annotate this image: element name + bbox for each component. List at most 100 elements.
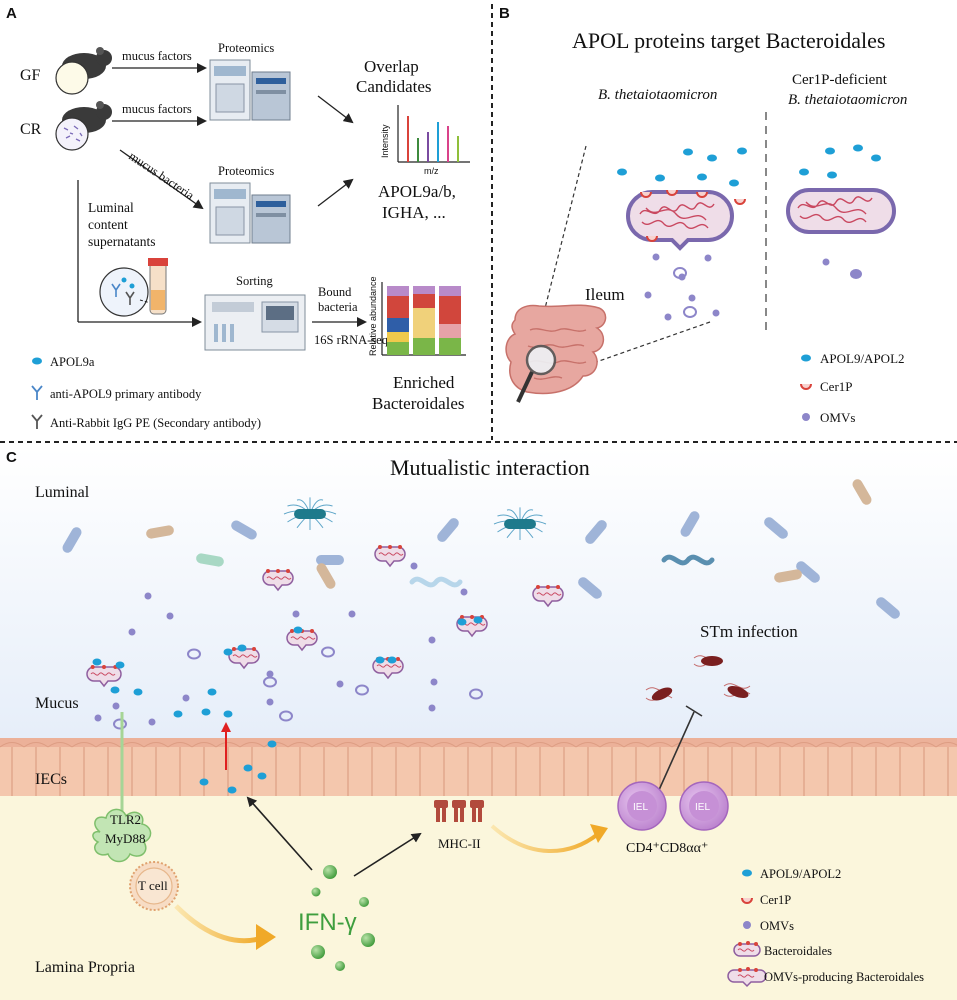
- iecs-region-label: IECs: [35, 771, 67, 788]
- cd4-cd8-label: CD4⁺CD8αα⁺: [626, 841, 708, 856]
- mass-spectrometer-icon: [209, 182, 291, 244]
- mhc-to-iel-arrow: [490, 824, 600, 853]
- luminal-bacterium-icon: [437, 518, 459, 542]
- cer1p-icon: [741, 897, 753, 904]
- omv-bacteroidales-icon: [374, 545, 406, 568]
- apol-dot-icon: [737, 147, 747, 155]
- panel-b-title: APOL proteins target Bacteroidales: [572, 28, 885, 53]
- omv-icon: [469, 688, 483, 700]
- lamina-propria-label: Lamina Propria: [35, 959, 135, 976]
- mhc-ii-icon: [434, 800, 484, 822]
- overlap-title-1: Overlap: [364, 57, 419, 76]
- apol-dot-icon: [799, 168, 809, 176]
- legend-b-item-2: Cer1P: [820, 379, 853, 394]
- omv-icon: [704, 254, 712, 262]
- antibody-binding-icon: [99, 267, 149, 317]
- apol-dot-icon: [133, 688, 143, 696]
- omv-icon: [850, 269, 862, 279]
- apol-candidates-1: APOL9a/b,: [378, 182, 456, 201]
- stacked-abundance-bars: Relative abundance: [368, 276, 466, 356]
- omv-icon: [410, 562, 418, 570]
- mucus-factors-label-2: mucus factors: [122, 102, 192, 116]
- panel-a-legend: APOL9a anti-APOL9 primary antibody Anti-…: [31, 355, 261, 430]
- t-cell-icon: [129, 861, 179, 911]
- omv-icon: [113, 718, 127, 730]
- apol-dot-icon: [617, 168, 627, 176]
- omv-icon: [683, 306, 697, 318]
- flagellated-bacterium-icon: [493, 507, 547, 540]
- omv-icon: [182, 694, 190, 702]
- intestine-icon: [505, 304, 607, 403]
- tlr2-label: TLR2: [110, 812, 141, 827]
- luminal-label-1: Luminal: [88, 200, 134, 215]
- gf-label: GF: [20, 67, 41, 84]
- apol-dot-icon: [293, 626, 303, 634]
- omv-bacteroidales-icon: [86, 665, 122, 688]
- apol-dot-icon: [199, 778, 209, 786]
- tcell-to-ifn-arrow: [174, 904, 263, 944]
- luminal-bacterium-icon: [876, 597, 900, 619]
- panel-a-letter: A: [6, 5, 17, 22]
- cell-sorter-icon: [204, 294, 306, 351]
- t-cell-label: T cell: [138, 878, 168, 893]
- luminal-bacterium-icon: [578, 577, 602, 599]
- apol-dot-icon: [375, 656, 385, 664]
- bt-label: B. thetaiotaomicron: [598, 87, 717, 103]
- overlap-title-2: Candidates: [356, 77, 432, 96]
- apol-dot-icon: [267, 740, 277, 748]
- spiral-bacterium-icon: [409, 576, 463, 588]
- iel-label-1: IEL: [633, 802, 648, 813]
- cr-label: CR: [20, 121, 42, 138]
- mucus-region-label: Mucus: [35, 695, 79, 712]
- myd88-label: MyD88: [105, 831, 145, 846]
- mucus-factors-label-1: mucus factors: [122, 49, 192, 63]
- sorting-label: Sorting: [236, 274, 274, 288]
- proteomics-label-1: Proteomics: [218, 41, 274, 55]
- omv-icon: [292, 610, 300, 618]
- omv-icon: [355, 684, 369, 696]
- stm-infection-label: STm infection: [700, 622, 798, 641]
- apol-dot-icon: [853, 144, 863, 152]
- secondary-antibody-icon: [31, 414, 43, 429]
- panel-c-title: Mutualistic interaction: [390, 455, 590, 480]
- omv-icon: [430, 678, 438, 686]
- omv-icon: [743, 921, 751, 929]
- intensity-axis-label: Intensity: [380, 124, 390, 158]
- apol-dot-icon: [227, 786, 237, 794]
- bound-bacteria-label-2: bacteria: [318, 300, 358, 314]
- iel-label-2: IEL: [695, 802, 710, 813]
- apol-candidates-2: IGHA, ...: [382, 203, 446, 222]
- apol-dot-icon: [697, 173, 707, 181]
- panel-b-letter: B: [499, 5, 510, 22]
- enriched-label-1: Enriched: [393, 373, 455, 392]
- omv-icon: [460, 588, 468, 596]
- omv-bacteroidales-icon: [727, 967, 767, 988]
- omv-icon: [128, 628, 136, 636]
- apol-dot-icon: [201, 708, 211, 716]
- omv-icon: [263, 676, 277, 688]
- panel-b: B APOL proteins target Bacteroidales B. …: [499, 5, 907, 425]
- luminal-bacterium-icon: [196, 553, 224, 567]
- luminal-bacterium-icon: [796, 561, 820, 583]
- omv-icon: [822, 258, 830, 266]
- luminal-bacterium-icon: [680, 511, 700, 537]
- flagellated-bacterium-icon: [283, 497, 337, 530]
- omv-icon: [673, 267, 687, 279]
- omv-icon: [266, 670, 274, 678]
- rel-abundance-axis-label: Relative abundance: [368, 276, 378, 356]
- apol-dot-icon: [457, 618, 467, 626]
- omv-icon: [712, 309, 720, 317]
- sample-tube-icon: [148, 258, 168, 315]
- panel-c: C Mutualistic interaction Luminal Mucus …: [6, 449, 924, 988]
- gf-mouse-icon: [55, 47, 112, 95]
- apol-dot-icon: [223, 710, 233, 718]
- proteomics-label-2: Proteomics: [218, 164, 274, 178]
- ifn-gamma-molecules: [311, 865, 375, 971]
- cer1p-deficient-label-1: Cer1P-deficient: [792, 72, 888, 88]
- omv-icon: [144, 592, 152, 600]
- luminal-label-2: content: [88, 217, 128, 232]
- cer1p-icon: [640, 191, 652, 198]
- bacteroidales-icon: [733, 941, 761, 957]
